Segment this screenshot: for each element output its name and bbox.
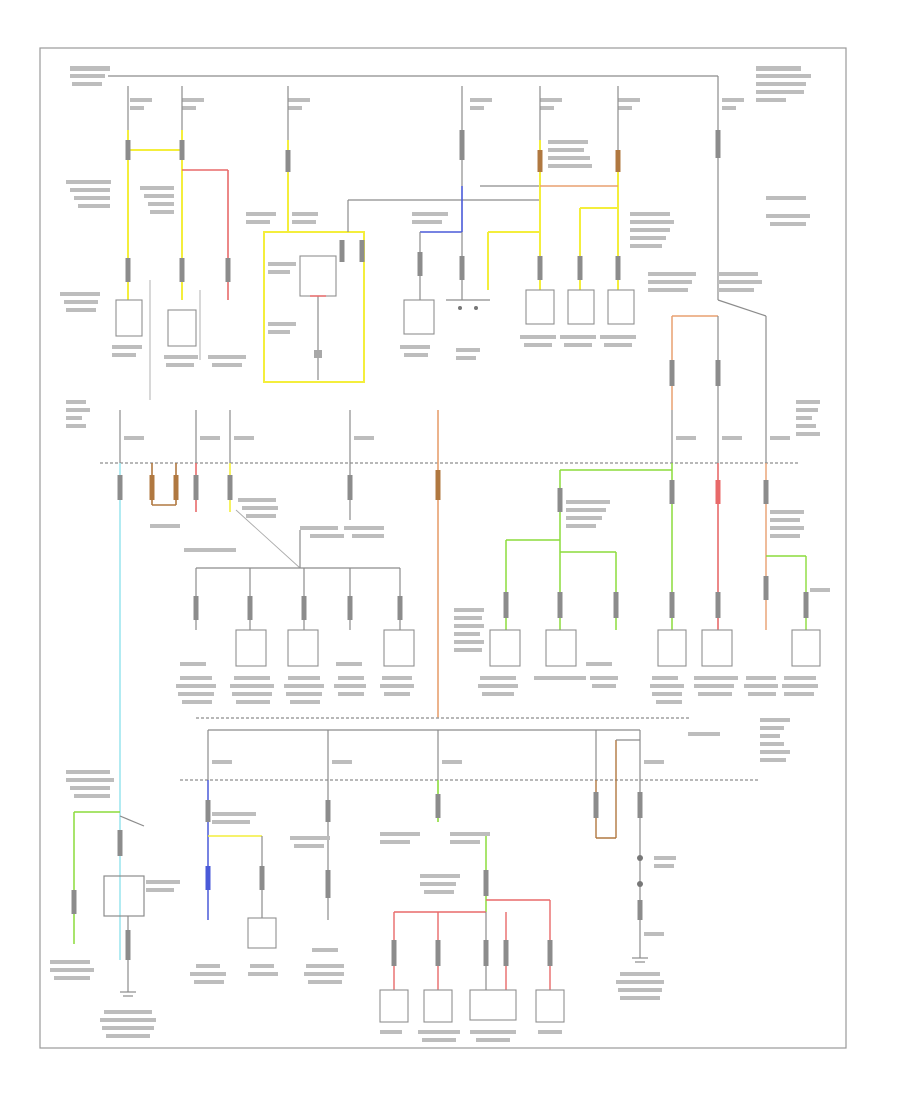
circuit-top-center [400, 86, 540, 360]
top-power-feed [70, 66, 811, 300]
circuit-top-left-yellow [60, 86, 246, 400]
circuit-yellow-loop [246, 86, 540, 383]
bus2-drops [190, 739, 676, 1042]
bus1-drops-left [117, 410, 374, 960]
circuit-top-right [520, 86, 810, 347]
diagram-frame [39, 47, 847, 1049]
middle-bus-1 [66, 400, 820, 464]
bus1-right-green [454, 410, 830, 704]
top-fuse-labels [130, 98, 744, 110]
bus1-center-components [176, 463, 415, 704]
circuit-right-relay [648, 130, 767, 410]
bottom-left-circuit [50, 770, 180, 1038]
lower-bus-2 [180, 717, 790, 781]
